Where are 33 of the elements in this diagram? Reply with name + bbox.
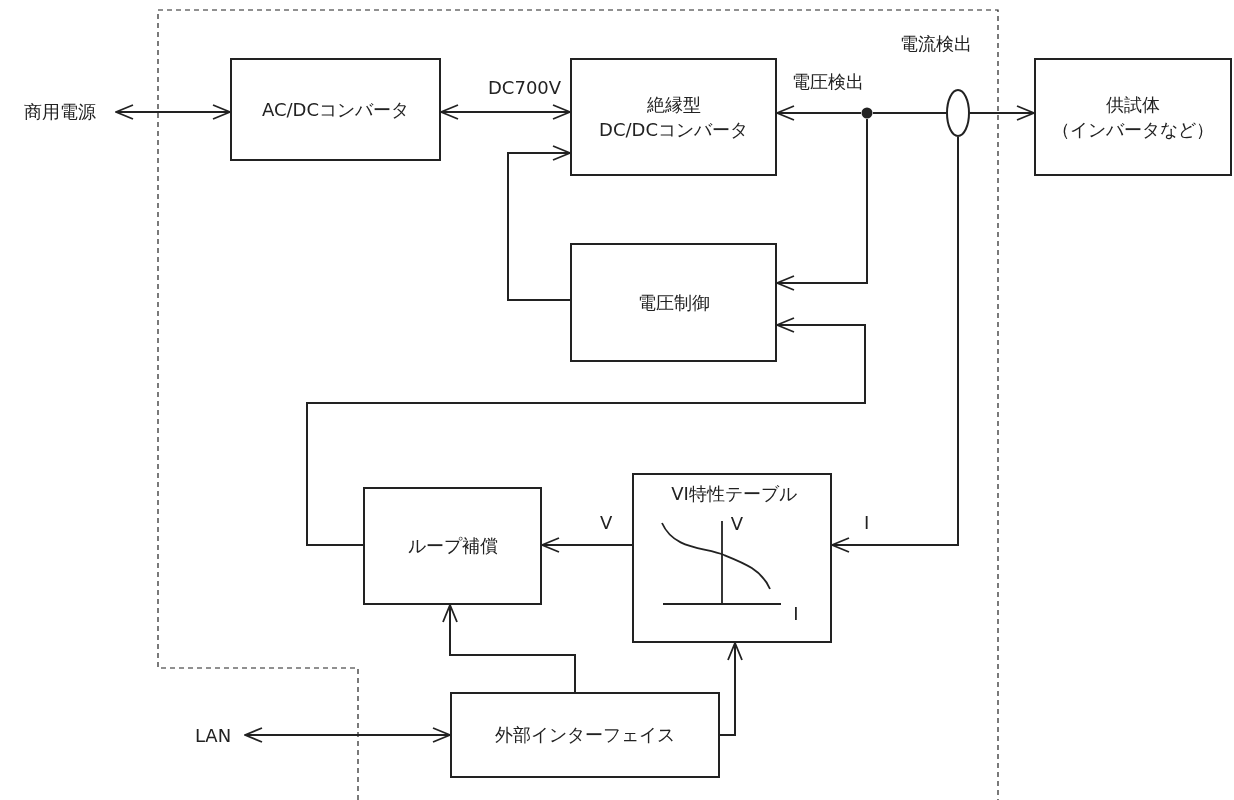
process-box xyxy=(570,58,777,176)
node-label: 電圧制御 xyxy=(637,290,710,315)
arrow xyxy=(541,537,633,553)
arrow xyxy=(306,317,866,546)
node-label: 外部インターフェイス xyxy=(495,723,675,748)
axis-label: I xyxy=(792,602,800,626)
node-label: ループ補償 xyxy=(407,534,498,559)
process-box xyxy=(230,58,441,161)
arrow xyxy=(719,642,743,736)
node-label: 絶縁型 DC/DCコンバータ xyxy=(598,92,749,142)
arrow xyxy=(244,727,451,743)
sensor-label: 電流検出 xyxy=(899,34,973,54)
arrow xyxy=(115,104,231,120)
process-box xyxy=(570,243,777,362)
axis-label: V xyxy=(729,512,745,536)
arrow xyxy=(969,105,1035,121)
node-label: AC/DCコンバータ xyxy=(261,97,410,122)
arrow xyxy=(776,118,868,291)
node-label: 商用電源 xyxy=(24,100,96,125)
arrow xyxy=(440,104,571,120)
junction-dot xyxy=(861,107,873,119)
current-sensor xyxy=(946,89,970,137)
process-box xyxy=(1034,58,1232,176)
process-box xyxy=(450,692,720,778)
node-label: 供試体（インバータなど） xyxy=(1051,92,1215,142)
arrow xyxy=(507,145,571,301)
sensor-label: 電圧検出 xyxy=(791,72,865,92)
node-label: VI特性テーブル xyxy=(670,482,798,506)
arrow xyxy=(776,105,862,121)
arrow xyxy=(442,604,576,693)
arrow xyxy=(831,136,959,553)
node-label: LAN xyxy=(194,724,232,749)
process-box xyxy=(363,487,542,605)
